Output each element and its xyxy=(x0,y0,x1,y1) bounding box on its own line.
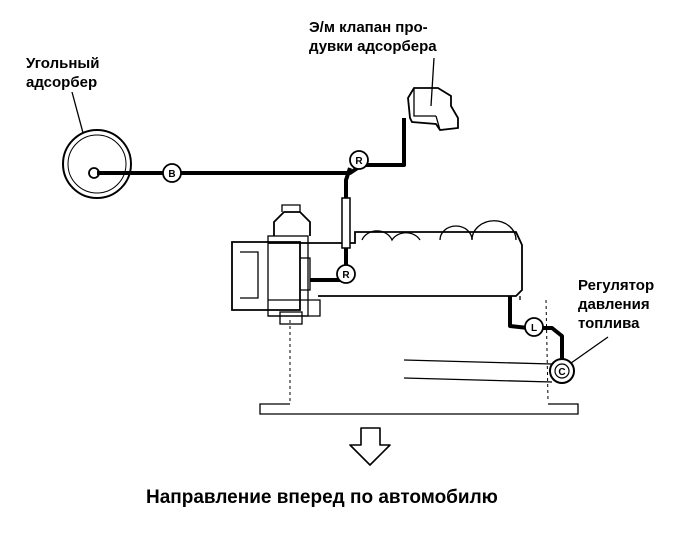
canister-label-line1: Угольный xyxy=(26,55,99,72)
direction-label: Направление вперед по автомобилю xyxy=(146,487,498,508)
hose-marker-l: L xyxy=(524,317,544,337)
fuel-pressure-regulator: C xyxy=(549,358,575,384)
hose-marker-b-text: B xyxy=(168,169,175,180)
engine-block xyxy=(231,204,579,415)
hose-coupling xyxy=(341,197,351,249)
fuel-regulator-label-line2: давления xyxy=(578,296,650,313)
fuel-regulator-label-line1: Регулятор xyxy=(578,277,654,294)
canister-label-line2: адсорбер xyxy=(26,74,97,91)
purge-valve-leader-line xyxy=(430,57,435,107)
purge-valve-label-line1: Э/м клапан про- xyxy=(309,19,428,36)
purge-valve-label-line2: дувки адсорбера xyxy=(309,38,437,55)
hose-marker-r-top-text: R xyxy=(355,156,363,167)
hose-marker-l-text: L xyxy=(531,323,537,334)
hose-marker-b: B xyxy=(162,163,182,183)
fuel-regulator-label-line3: топлива xyxy=(578,315,640,332)
forward-direction-arrow-icon xyxy=(349,427,391,466)
hose-marker-r-bottom-text: R xyxy=(342,270,350,281)
hose-marker-r-bottom: R xyxy=(336,264,356,284)
purge-solenoid-valve xyxy=(407,87,459,131)
regulator-marker-c: C xyxy=(558,367,565,378)
hose-marker-r-top: R xyxy=(349,150,369,170)
charcoal-canister xyxy=(62,129,132,199)
